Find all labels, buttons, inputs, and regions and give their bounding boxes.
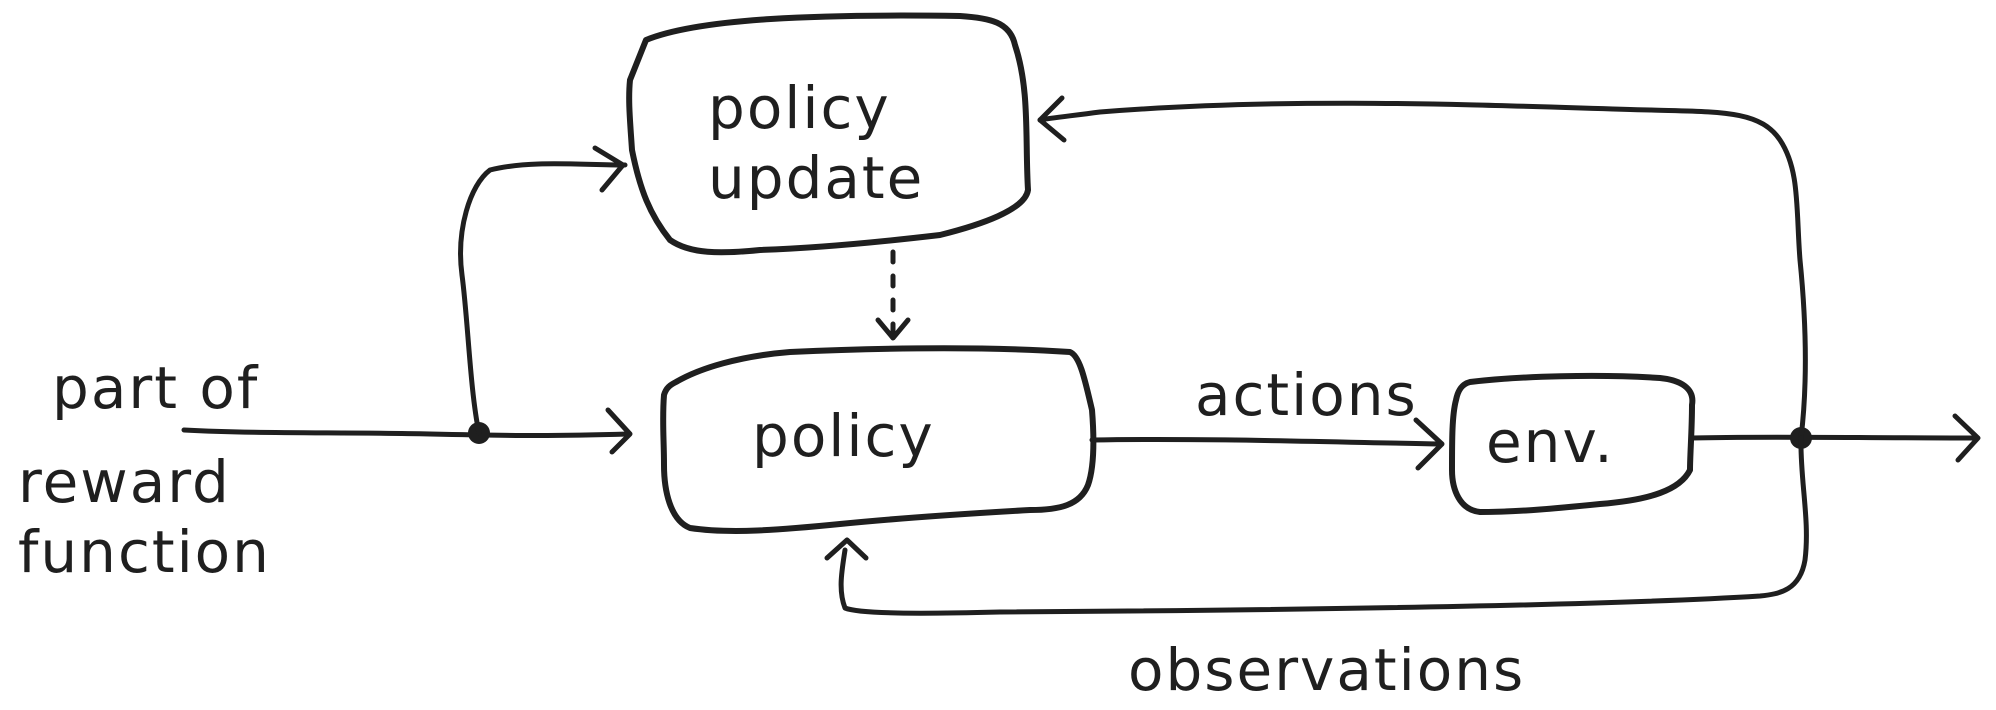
node-env: env. <box>1449 372 1696 515</box>
policy-update-label-line1: policy <box>708 74 891 142</box>
reward-input-line2: reward <box>18 448 231 516</box>
policy-update-label-line2: update <box>708 144 924 212</box>
reward-input-arrowhead <box>605 407 633 455</box>
env-output-arrowhead <box>1952 413 1981 463</box>
policy-update-box <box>626 12 1031 256</box>
reward-to-policy-update-arrowhead <box>592 145 626 193</box>
observations-line <box>838 435 1809 616</box>
reward-input-line <box>181 427 631 438</box>
feedback-to-policy-update-arrowhead <box>1037 95 1067 143</box>
actions-arrowhead <box>1413 417 1445 471</box>
observations-label: observations <box>1128 636 1525 704</box>
policy-label: policy <box>752 402 935 470</box>
observations-arrowhead <box>824 537 869 561</box>
env-output-line <box>1689 434 1978 441</box>
update-to-policy-arrowhead <box>875 317 911 341</box>
reward-to-policy-update-line <box>458 161 628 436</box>
actions-label: actions <box>1195 361 1418 429</box>
node-policy-update: policy update <box>626 12 1031 256</box>
feedback-to-policy-update-line <box>1037 100 1808 441</box>
policy-box <box>660 345 1097 534</box>
node-policy: policy <box>660 345 1097 534</box>
reward-input-line3: function <box>18 518 271 586</box>
env-label: env. <box>1486 408 1615 476</box>
env-box <box>1449 372 1696 515</box>
reward-input-line1: part of <box>52 354 259 422</box>
reward-input-label: part of reward function <box>18 354 271 586</box>
actions-line <box>1089 436 1443 447</box>
